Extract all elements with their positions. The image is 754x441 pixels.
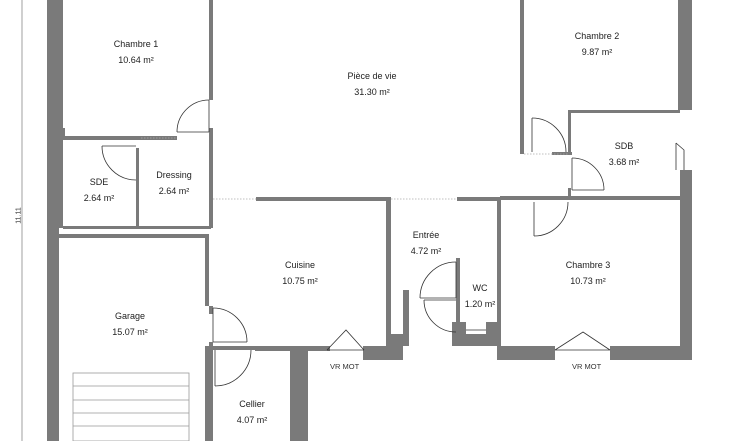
room-area: 10.64 m² [118,55,154,65]
room-area: 10.73 m² [570,276,606,286]
room-name: WC [472,283,488,293]
room-area: 31.30 m² [354,87,390,97]
room-area: 3.68 m² [608,157,640,167]
room-wc: WC 1.20 m² [458,280,502,312]
room-name: SDE [89,177,109,187]
window-label: VR MOT [330,362,360,371]
room-piece-de-vie: Pièce de vie 31.30 m² [322,68,422,100]
room-name: Chambre 2 [574,31,620,41]
openings [141,137,568,200]
room-area: 2.64 m² [83,193,115,203]
overall-dimension-label: 11.11 [15,207,23,224]
garage-door [72,372,190,441]
room-cuisine: Cuisine 10.75 m² [260,257,340,289]
room-name: Entrée [412,230,440,240]
room-name: Pièce de vie [347,71,397,81]
room-name: Dressing [156,170,192,180]
room-chambre-1: Chambre 1 10.64 m² [96,36,176,68]
room-garage: Garage 15.07 m² [90,308,170,340]
room-chambre-2: Chambre 2 9.87 m² [557,28,637,60]
door-swings [101,99,685,387]
room-area: 2.64 m² [158,186,190,196]
walls [47,0,692,441]
room-name: Chambre 3 [565,260,611,270]
room-name: SDB [614,141,634,151]
room-dressing: Dressing 2.64 m² [142,167,206,199]
room-sde: SDE 2.64 m² [70,174,128,206]
room-name: Cellier [239,399,265,409]
room-name: Garage [114,311,146,321]
windows [326,329,611,351]
room-area: 4.07 m² [236,415,268,425]
room-cellier: Cellier 4.07 m² [222,396,282,428]
room-name: Cuisine [284,260,315,270]
room-area: 10.75 m² [282,276,318,286]
room-area: 1.20 m² [464,299,496,309]
room-area: 9.87 m² [581,47,613,57]
room-sdb: SDB 3.68 m² [594,138,654,170]
room-name: Chambre 1 [113,39,159,49]
window-label: VR MOT [572,362,602,371]
room-chambre-3: Chambre 3 10.73 m² [548,257,628,289]
room-area: 15.07 m² [112,327,148,337]
room-entree: Entrée 4.72 m² [396,227,456,259]
room-area: 4.72 m² [410,246,442,256]
